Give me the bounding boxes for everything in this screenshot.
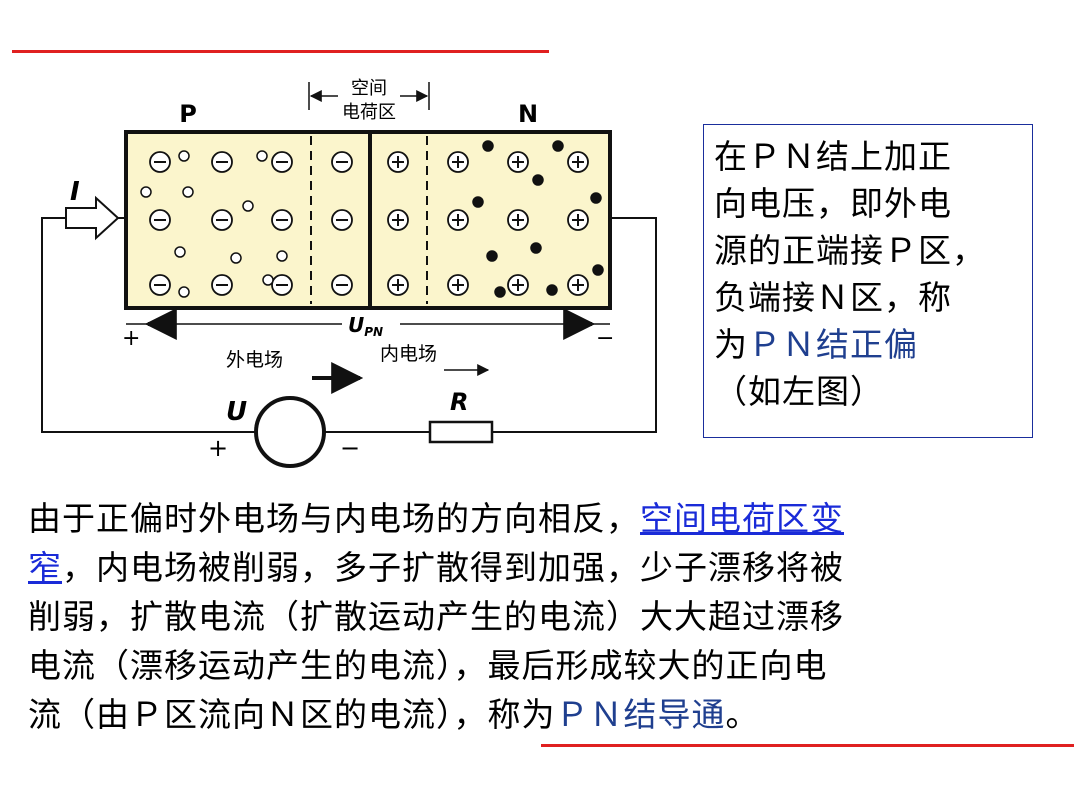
external-field-label: 外电场 [226,349,283,371]
source-plus: + [208,434,228,462]
bottom-accent-line [541,744,1074,747]
paragraph-text: 由于正偏时外电场与内电场的方向相反， [28,499,640,538]
paragraph-text: 流（由Ｐ区流向Ｎ区的电流），称为 [28,695,556,734]
hole [178,286,190,298]
box-line-prefix: 为 [714,325,748,364]
paragraph-text: ，内电场被削弱，多子扩散得到加强，少子漂移将被 [62,548,844,587]
box-line: 在ＰＮ结上加正 [714,137,952,176]
depletion-label-top: 空间 [351,78,387,99]
pn-junction-diagram: 空间 电荷区 P N I UPN + − 外电场 内电场 U + − R [41,78,657,468]
box-line: 为ＰＮ结正偏 [714,321,1024,368]
forward-bias-term: ＰＮ结正偏 [748,325,918,364]
box-line: 源的正端接Ｐ区， [714,231,986,270]
hole [230,252,242,264]
hole [174,246,186,258]
electron [530,242,542,254]
internal-field-label: 内电场 [380,343,437,365]
box-line: 负端接Ｎ区，称 [714,278,952,317]
paragraph-line: 削弱，扩散电流（扩散运动产生的电流）大大超过漂移 [28,597,844,636]
carriers-and-ions [140,140,604,298]
paragraph-line: 流（由Ｐ区流向Ｎ区的电流），称为ＰＮ结导通。 [28,690,1052,739]
electron [532,174,544,186]
hole [182,186,194,198]
hole [140,186,152,198]
current-arrow-icon [65,195,120,241]
hole [242,200,254,212]
electron [472,196,484,208]
box-line: （如左图） [714,372,884,411]
explanation-box: 在ＰＮ结上加正 向电压，即外电 源的正端接Ｐ区， 负端接Ｎ区，称 为ＰＮ结正偏 … [703,124,1033,438]
depletion-narrow-link[interactable]: 空间电荷区变 [640,499,844,538]
electron [546,284,558,296]
source-minus: − [340,434,360,462]
upn-plus: + [122,326,140,351]
paragraph-end: 。 [725,695,760,734]
n-label: N [518,100,538,128]
box-line: 向电压，即外电 [714,184,952,223]
paragraph-line: 窄，内电场被削弱，多子扩散得到加强，少子漂移将被 [28,543,1052,592]
explanation-paragraph: 由于正偏时外电场与内电场的方向相反，空间电荷区变 窄，内电场被削弱，多子扩散得到… [28,494,1052,739]
resistor [428,420,494,444]
voltage-source [254,396,326,468]
resistor-label: R [450,388,468,416]
electron [482,140,494,152]
hole [178,150,190,162]
depletion-label-bottom: 电荷区 [342,102,396,123]
source-label: U [226,397,247,427]
depletion-narrow-link-cont[interactable]: 窄 [28,548,62,587]
conduction-term: ＰＮ结导通 [555,695,726,734]
hole [262,274,274,286]
upn-label: UPN [348,313,383,339]
hole [276,250,288,262]
top-accent-line [12,50,549,53]
electron [590,192,602,204]
electron [494,286,506,298]
hole [256,150,268,162]
paragraph-line: 电流（漂移运动产生的电流），最后形成较大的正向电 [28,646,828,685]
upn-minus: − [596,326,614,351]
p-label: P [179,100,197,128]
paragraph-line: 由于正偏时外电场与内电场的方向相反，空间电荷区变 [28,494,1052,543]
electron [486,250,498,262]
electron [552,140,564,152]
electron [592,264,604,276]
current-label: I [70,177,80,207]
